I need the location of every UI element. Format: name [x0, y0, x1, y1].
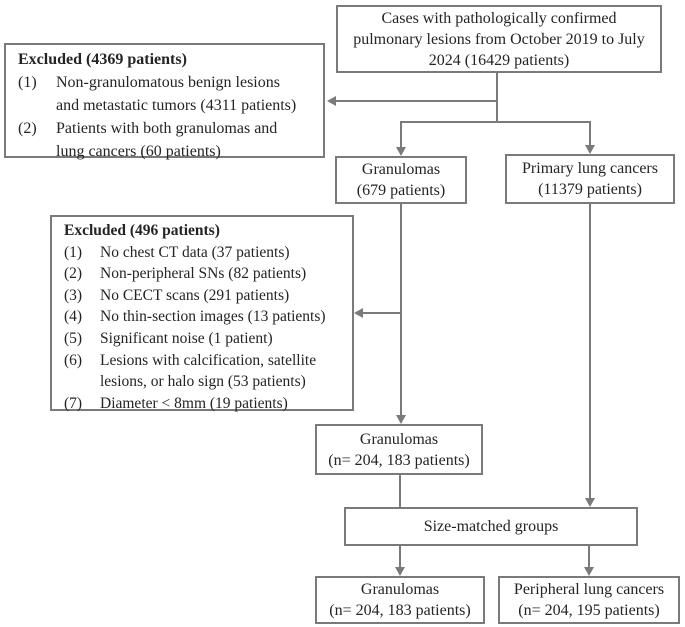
excluded-item: (1) No chest CT data (37 patients)	[64, 242, 344, 264]
item-number: (7)	[64, 394, 83, 412]
box-line2: (n= 204, 183 patients)	[329, 602, 471, 619]
item-text: Non-peripheral SNs (82 patients)	[100, 265, 307, 283]
excluded-box-1: Excluded (4369 patients) (1) Non-granulo…	[4, 43, 325, 160]
size-matched-groups-box: Size-matched groups	[344, 507, 638, 546]
item-text: No thin-section images (13 patients)	[100, 308, 326, 326]
connector-size-matched-to-granulomas-final	[399, 546, 401, 567]
granulomas-final-box: Granulomas (n= 204, 183 patients)	[315, 576, 485, 624]
connector-branch-horizontal	[400, 121, 591, 123]
top-box-cases: Cases with pathologically confirmed pulm…	[336, 5, 662, 73]
excluded-box-2: Excluded (496 patients) (1) No chest CT …	[50, 215, 354, 412]
box-line1: Granulomas	[360, 581, 440, 598]
arrowhead-primary-lung-cancers	[585, 145, 595, 154]
item-text: Significant noise (1 patient)	[100, 329, 273, 347]
item-text: No chest CT data (37 patients)	[100, 243, 290, 261]
box-line1: Granulomas	[361, 161, 441, 178]
box-line1: Granulomas	[359, 430, 439, 448]
item-text: Lesions with calcification, satellite le…	[100, 351, 317, 391]
excluded-item: (5) Significant noise (1 patient)	[64, 328, 344, 350]
excluded-item: (2) Patients with both granulomas and lu…	[18, 117, 315, 163]
arrowhead-granulomas	[396, 147, 406, 156]
connector-to-granulomas-n204	[400, 204, 402, 415]
item-text: No CECT scans (291 patients)	[100, 286, 290, 304]
connector-to-primary-lung-cancers	[589, 121, 591, 145]
top-box-text: Cases with pathologically confirmed pulm…	[353, 9, 645, 69]
item-number: (6)	[64, 351, 83, 369]
item-number: (1)	[18, 74, 37, 91]
item-number: (2)	[18, 120, 37, 137]
granulomas-679-box: Granulomas (679 patients)	[335, 156, 467, 204]
box-line2: (679 patients)	[356, 182, 446, 199]
item-text: Patients with both granulomas and lung c…	[56, 120, 278, 160]
excluded-box-1-title: Excluded (4369 patients)	[18, 51, 187, 68]
arrowhead-size-matched	[585, 498, 595, 507]
connector-granulomas-to-size-matched	[399, 475, 401, 507]
item-number: (4)	[64, 308, 83, 326]
arrowhead-excluded-1	[327, 96, 336, 106]
excluded-item: (6) Lesions with calcification, satellit…	[64, 350, 344, 393]
connector-primary-to-size-matched	[589, 204, 591, 498]
item-text: Non-granulomatous benign lesions and met…	[56, 74, 297, 114]
item-number: (2)	[64, 265, 83, 283]
peripheral-lung-cancers-box: Peripheral lung cancers (n= 204, 195 pat…	[498, 576, 680, 624]
arrowhead-granulomas-final	[395, 567, 405, 576]
excluded-item: (3) No CECT scans (291 patients)	[64, 285, 344, 307]
item-text: Diameter < 8mm (19 patients)	[100, 394, 288, 412]
excluded-item: (4) No thin-section images (13 patients)	[64, 306, 344, 328]
item-number: (1)	[64, 243, 83, 261]
connector-to-granulomas	[400, 121, 402, 147]
excluded-box-2-title: Excluded (496 patients)	[64, 222, 220, 239]
box-line2: (n= 204, 195 patients)	[518, 602, 660, 619]
connector-to-excluded-1	[336, 100, 498, 102]
box-line1: Primary lung cancers	[522, 160, 658, 177]
excluded-item: (2) Non-peripheral SNs (82 patients)	[64, 263, 344, 285]
box-text: Size-matched groups	[423, 518, 559, 535]
arrowhead-peripheral	[584, 567, 594, 576]
excluded-item: (7) Diameter < 8mm (19 patients)	[64, 393, 344, 415]
excluded-item: (1) Non-granulomatous benign lesions and…	[18, 71, 315, 117]
item-number: (3)	[64, 286, 83, 304]
item-number: (5)	[64, 329, 83, 347]
box-line2: (11379 patients)	[538, 181, 642, 198]
granulomas-n204-box: Granulomas (n= 204, 183 patients)	[315, 424, 483, 475]
connector-top-stem	[496, 72, 498, 123]
connector-size-matched-to-peripheral	[588, 546, 590, 567]
box-line2: (n= 204, 183 patients)	[328, 451, 470, 469]
connector-to-excluded-2	[363, 312, 402, 314]
box-line1: Peripheral lung cancers	[513, 581, 665, 598]
arrowhead-granulomas-n204	[396, 415, 406, 424]
primary-lung-cancers-box: Primary lung cancers (11379 patients)	[505, 154, 675, 204]
arrowhead-excluded-2	[354, 308, 363, 318]
